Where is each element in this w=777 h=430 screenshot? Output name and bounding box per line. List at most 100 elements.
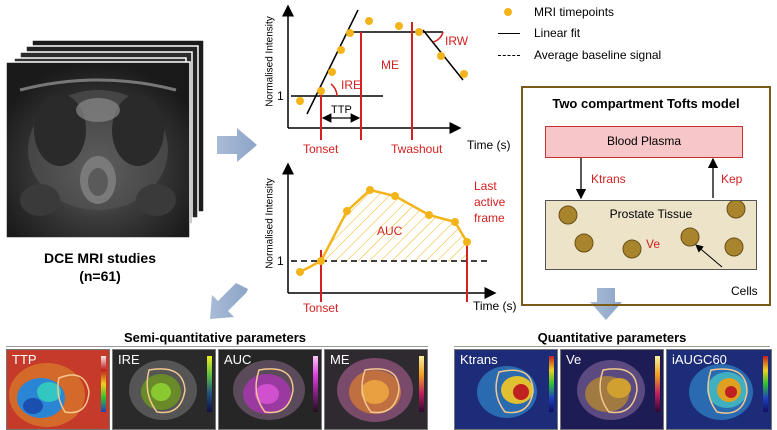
semi-title: Semi-quantitative parameters: [123, 330, 307, 345]
cell-icon: [726, 201, 746, 219]
irw-arc: [432, 31, 444, 43]
timepoint: [451, 218, 459, 226]
legend-item-baseline: Average baseline signal: [534, 48, 662, 62]
ttp-map-label: TTP: [12, 352, 37, 367]
ve-label: Ve: [646, 237, 661, 251]
tonset-label: Tonset: [303, 142, 339, 156]
cell-icon: [724, 237, 744, 257]
legend-solid-line-icon: [498, 33, 520, 34]
map-ire: IRE: [112, 349, 216, 430]
auc-map-label: AUC: [224, 352, 252, 367]
top-plot-svg: [282, 4, 468, 140]
map-auc: AUC: [218, 349, 322, 430]
tofts-arrows: [575, 157, 719, 200]
auc-map-image: [219, 350, 321, 429]
legend-item-linear-fit: Linear fit: [534, 26, 581, 40]
cell-icon: [574, 233, 594, 253]
enhancement-curve: [299, 188, 469, 274]
twashout-label: Twashout: [391, 142, 443, 156]
ire-arc: [330, 83, 338, 97]
last-frame-label-1: Last: [474, 179, 497, 193]
ve-map-label: Ve: [566, 352, 582, 367]
timepoint: [328, 68, 336, 76]
timepoint: [395, 22, 403, 30]
map-ttp: TTP: [6, 349, 110, 430]
arrow-right-icon: [217, 128, 257, 162]
cells-label: Cells: [731, 284, 758, 298]
irw-label: IRW: [445, 34, 469, 48]
ve-map-image: [561, 350, 663, 429]
timepoint: [460, 70, 468, 78]
map-iaugc60: iAUGC60: [666, 349, 772, 430]
blood-plasma-box: Blood Plasma: [545, 126, 743, 158]
timepoint: [437, 52, 445, 60]
colorbar: [313, 356, 318, 412]
timepoint: [296, 97, 304, 105]
mri-stack: DCE MRI studies (n=61): [0, 0, 230, 290]
bottom-xlabel: Time (s): [473, 299, 517, 313]
mri-slice-front: [5, 61, 191, 239]
kep-label: Kep: [721, 172, 743, 186]
mri-slices: [5, 39, 205, 239]
timepoint: [317, 87, 325, 95]
timepoint: [391, 192, 399, 200]
cell-icon: [622, 239, 642, 259]
timepoint: [346, 29, 354, 37]
timepoint: [415, 28, 423, 36]
timepoint: [463, 238, 471, 246]
timepoint: [343, 207, 351, 215]
tofts-panel: Two compartment Tofts model Blood Plasma…: [521, 86, 771, 306]
ktrans-map-label: Ktrans: [460, 352, 498, 367]
timepoint: [366, 186, 374, 194]
ttp-map-image: [7, 350, 109, 429]
me-map-label: ME: [330, 352, 350, 367]
ire-label: IRE: [341, 78, 362, 92]
rise-fit: [306, 9, 359, 115]
ire-map-image: [113, 350, 215, 429]
mri-caption-line2: (n=61): [79, 268, 121, 284]
tofts-title: Two compartment Tofts model: [552, 96, 740, 111]
last-frame-label-3: frame: [474, 211, 505, 225]
tonset-label-bottom: Tonset: [303, 301, 339, 315]
legend-dot-icon: [504, 8, 512, 16]
auc-label: AUC: [377, 224, 403, 238]
arrow-down-left-icon: [210, 283, 248, 319]
cell-icon: [558, 205, 578, 225]
map-ktrans: Ktrans: [454, 349, 558, 430]
iaugc60-map-image: [667, 350, 771, 429]
blood-plasma-label: Blood Plasma: [606, 134, 682, 148]
bottom-plot: Normalised Intensity 1 Time (s) AUC Tons…: [255, 160, 525, 315]
quant-underline: [454, 346, 770, 347]
bottom-plot-svg: [282, 162, 497, 302]
prostate-tissue-label: Prostate Tissue: [609, 207, 693, 221]
timepoint: [337, 46, 345, 54]
colorbar: [763, 356, 768, 412]
legend: MRI timepoints Linear fit Average baseli…: [496, 4, 696, 64]
semi-underline: [6, 346, 428, 347]
me-map-image: [325, 350, 427, 429]
cell-icon: [680, 227, 700, 247]
map-me: ME: [324, 349, 428, 430]
cells-svg: [558, 201, 746, 268]
timepoint: [317, 257, 325, 265]
auc-area: [321, 190, 467, 261]
legend-item-timepoints: MRI timepoints: [534, 5, 615, 19]
timepoint: [296, 268, 304, 276]
top-xlabel: Time (s): [467, 138, 511, 152]
ktrans-map-image: [455, 350, 557, 429]
iaugc60-map-label: iAUGC60: [672, 352, 727, 367]
prostate-tissue-box: Prostate Tissue Ve: [545, 200, 757, 270]
bottom-timepoints: [296, 186, 471, 276]
bottom-y-tick: 1: [277, 254, 284, 268]
top-y-tick: 1: [277, 89, 284, 103]
ire-map-label: IRE: [118, 352, 140, 367]
me-label: ME: [381, 58, 399, 72]
legend-dashed-line-icon: [498, 55, 520, 56]
bottom-ylabel: Normalised Intensity: [264, 178, 276, 269]
colorbar: [419, 356, 424, 412]
quant-title: Quantitative parameters: [537, 330, 687, 345]
top-ylabel: Normalised Intensity: [264, 16, 276, 107]
mri-caption-line1: DCE MRI studies: [43, 250, 156, 266]
map-ve: Ve: [560, 349, 664, 430]
ktrans-label: Ktrans: [591, 172, 626, 186]
